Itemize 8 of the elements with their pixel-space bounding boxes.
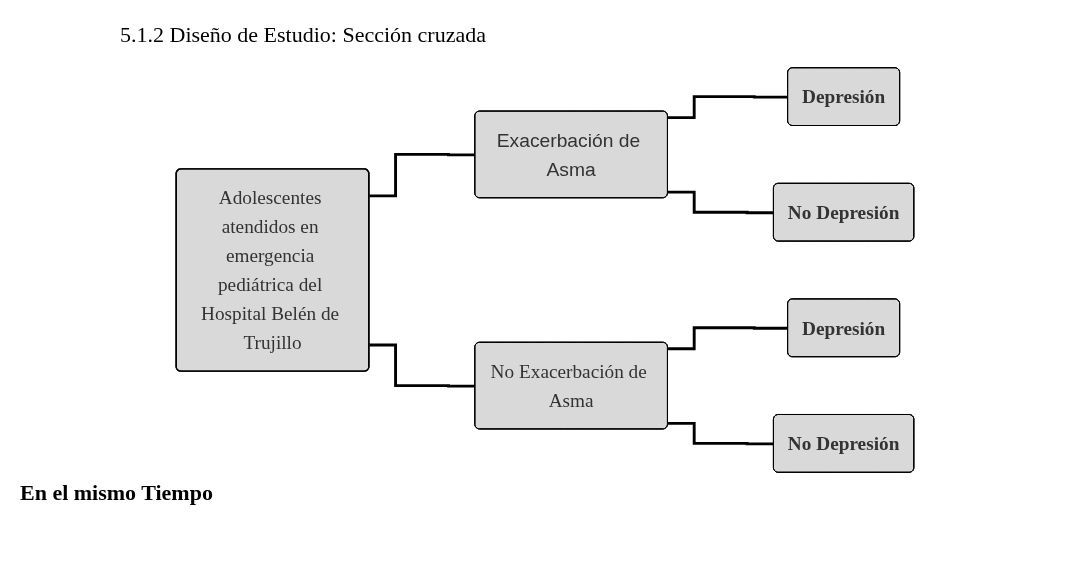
connector — [667, 421, 774, 446]
diagram-title: 5.1.2 Diseño de Estudio: Sección cruzada — [120, 22, 486, 48]
connector — [369, 343, 476, 388]
connector — [667, 190, 774, 215]
connector — [667, 95, 789, 120]
connector — [667, 326, 789, 351]
note-text: En el mismo Tiempo — [20, 480, 213, 506]
connector — [369, 152, 476, 198]
